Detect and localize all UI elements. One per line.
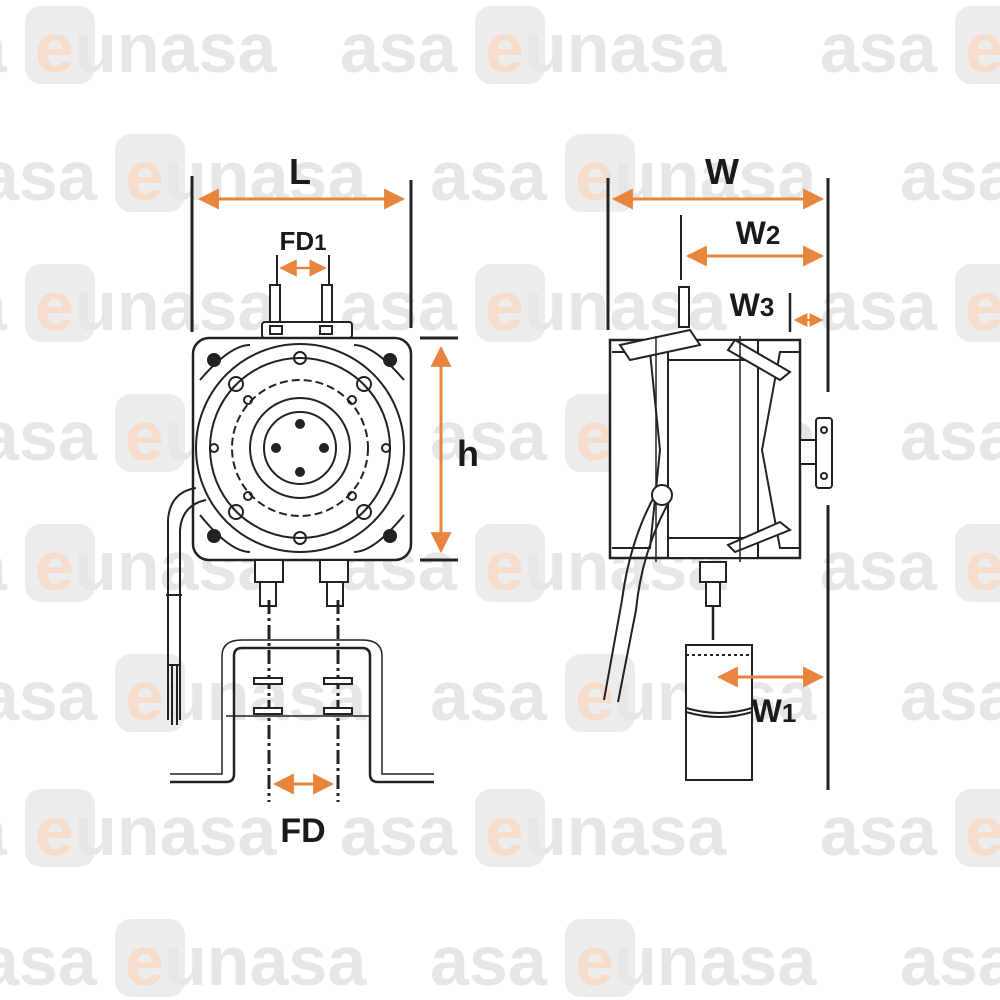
label-fd: FD <box>280 812 325 850</box>
side-view <box>603 178 833 790</box>
watermark-logo-box <box>25 264 95 342</box>
watermark-logo-box <box>955 6 1000 84</box>
watermark-logo-box <box>475 6 545 84</box>
label-w1: W1 <box>752 693 797 729</box>
watermark-logo-box <box>115 394 185 472</box>
watermark-logo-box <box>955 264 1000 342</box>
watermark-logo-box <box>565 919 635 997</box>
dimension-labels: L FD1 h FD W W2 W3 W1 <box>280 151 797 850</box>
height-extension-lines <box>420 336 458 562</box>
watermark-logo-box <box>955 524 1000 602</box>
label-h: h <box>457 433 479 474</box>
watermark-layer: asaeunasaasaeunasaasaeunasaasaeunasaasae… <box>0 6 1000 1000</box>
watermark-logo-box <box>475 264 545 342</box>
watermark-logo-box <box>565 654 635 732</box>
label-l: L <box>289 151 311 192</box>
watermark-logo-box <box>475 789 545 867</box>
watermark-logo-box <box>25 524 95 602</box>
front-view <box>166 176 434 802</box>
label-fd1: FD1 <box>280 226 327 256</box>
watermark-logo-box <box>115 919 185 997</box>
label-w3: W3 <box>730 287 775 323</box>
watermark-logo-box <box>955 789 1000 867</box>
watermark-logo-box <box>115 134 185 212</box>
watermark-logo-box <box>25 789 95 867</box>
dimension-arrows <box>197 188 825 795</box>
label-w2: W2 <box>736 215 781 251</box>
watermark-logo-box <box>475 524 545 602</box>
label-w: W <box>705 151 739 192</box>
watermark-logo-box <box>25 6 95 84</box>
